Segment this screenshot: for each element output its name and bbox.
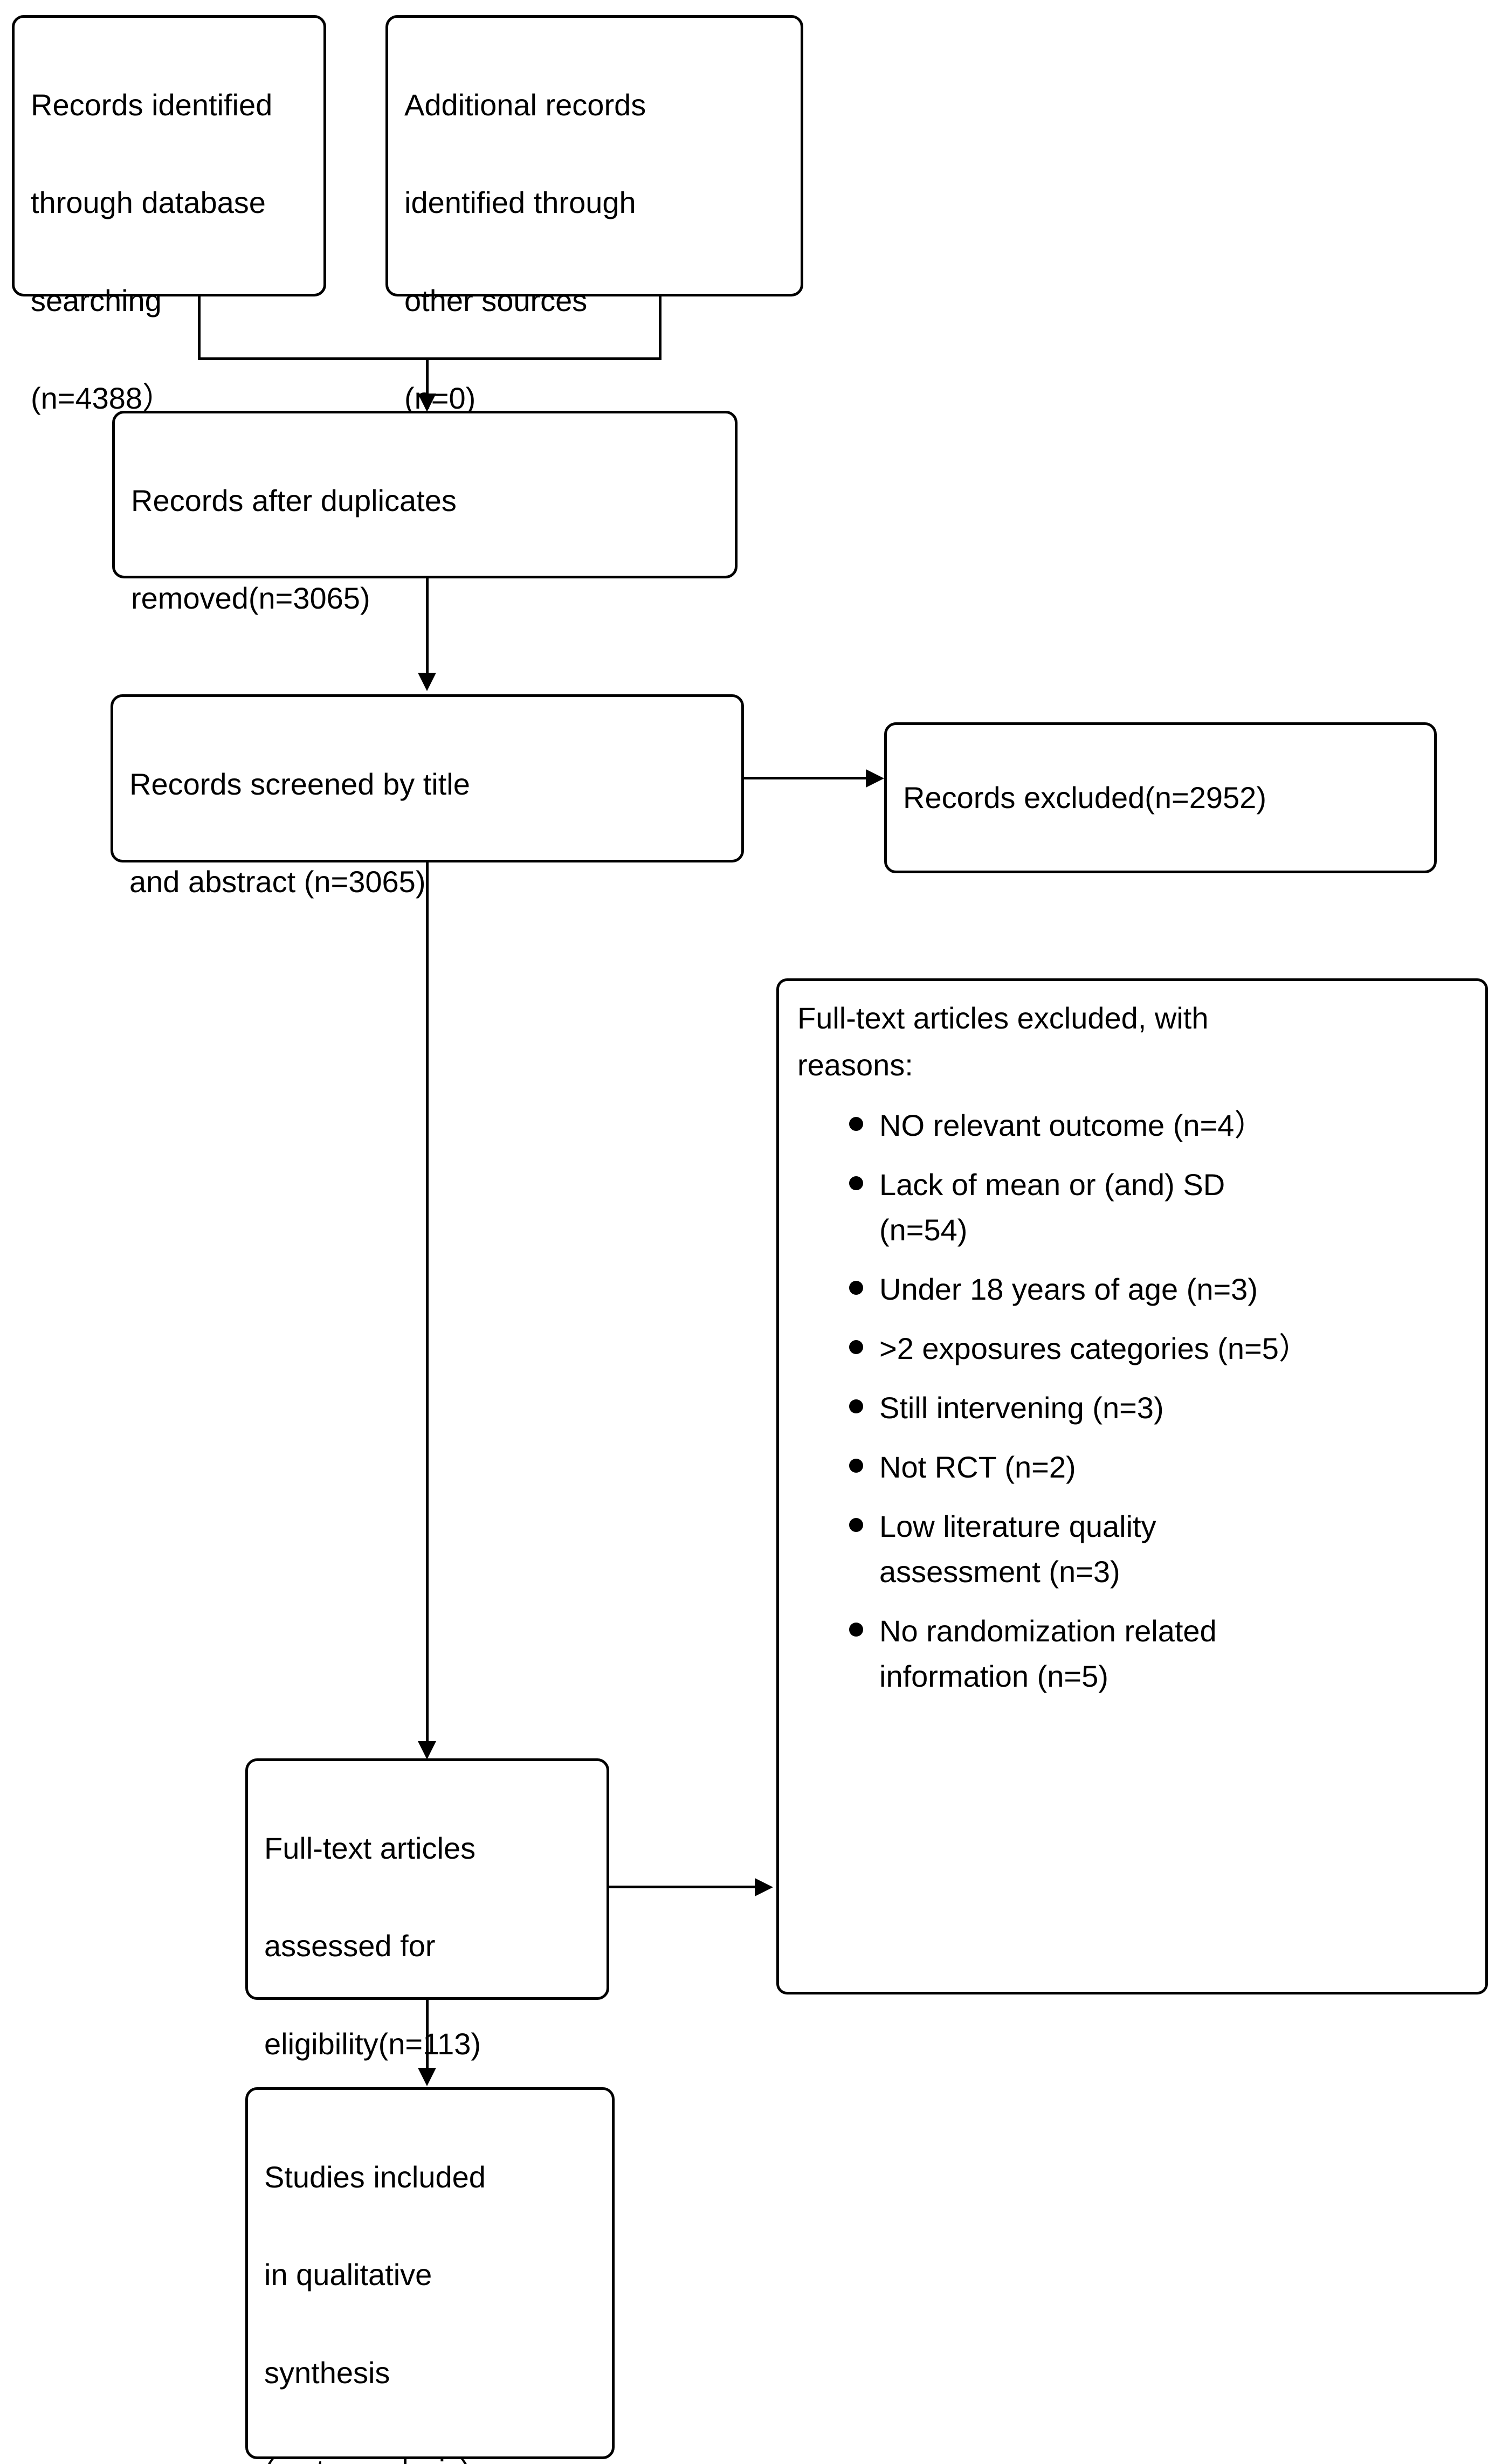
node-full-text-articles-excluded-with-reasons: Full-text articles excluded, with reason… — [776, 978, 1488, 1994]
node-line: in qualitative — [264, 2258, 432, 2292]
connector-merge-to-duplicates — [426, 357, 429, 396]
list-item: Not RCT (n=2) — [849, 1445, 1469, 1490]
node-additional-records-other-sources: Additional records identified through ot… — [385, 15, 803, 415]
node-line: and abstract (n=3065) — [129, 865, 426, 899]
bullet-icon — [849, 1340, 863, 1354]
node-studies-included-qualitative-synthesis: Studies included in qualitative synthesi… — [245, 2087, 615, 2464]
connector-screened-to-fulltext — [426, 862, 429, 1744]
list-item: >2 exposures categories (n=5） — [849, 1326, 1469, 1371]
node-line: identified through — [404, 185, 636, 220]
exclusion-reasons-list: NO relevant outcome (n=4） Lack of mean o… — [797, 1103, 1469, 1699]
reason-label: Not RCT (n=2) — [879, 1450, 1076, 1484]
node-line: (n=0) — [404, 381, 476, 416]
bullet-icon — [849, 1280, 863, 1295]
reason-label: NO relevant outcome (n=4） — [879, 1108, 1265, 1142]
connector-duplicates-to-screened — [426, 578, 429, 675]
node-line: Records after duplicates — [131, 483, 457, 517]
node-line: Studies included — [264, 2159, 486, 2194]
arrowhead-to-fulltext-assessed — [418, 1741, 436, 1759]
list-item: Still intervening (n=3) — [849, 1385, 1469, 1431]
node-line: Additional records — [404, 87, 646, 122]
node-line: synthesis — [264, 2355, 390, 2390]
node-line: other sources — [404, 283, 588, 318]
node-line: Records screened by title — [129, 767, 470, 801]
list-item: No randomization related information (n=… — [849, 1609, 1469, 1699]
node-records-excluded: Records excluded(n=2952) — [884, 722, 1437, 873]
reason-label: Under 18 years of age (n=3) — [879, 1272, 1258, 1306]
node-line: through database — [31, 185, 266, 220]
bullet-icon — [849, 1622, 863, 1637]
arrowhead-to-exclusion-reasons — [755, 1878, 773, 1896]
list-item: Low literature quality assessment (n=3) — [849, 1504, 1469, 1595]
node-line: assessed for — [264, 1929, 436, 1963]
list-item: Lack of mean or (and) SD (n=54) — [849, 1162, 1469, 1253]
reason-label: No randomization related information (n=… — [879, 1613, 1217, 1693]
node-line: Records identified — [31, 87, 273, 122]
reason-label: >2 exposures categories (n=5） — [879, 1331, 1309, 1365]
node-full-text-articles-assessed-eligibility: Full-text articles assessed for eligibil… — [245, 1758, 609, 2061]
reason-label: Low literature quality assessment (n=3) — [879, 1509, 1156, 1589]
node-line: (meta-analysis) — [264, 2446, 596, 2464]
node-line: searching — [31, 283, 162, 318]
arrowhead-to-screened — [418, 673, 436, 691]
node-line: (n=4388） — [31, 381, 173, 416]
node-records-identified-database: Records identified through database sear… — [12, 15, 326, 415]
connector-additional-down — [659, 296, 662, 360]
node-records-screened-title-abstract: Records screened by title and abstract (… — [111, 694, 744, 899]
arrowhead-to-after-duplicates — [418, 394, 436, 412]
connector-screened-to-excluded — [744, 777, 872, 779]
connector-merge-horizontal — [198, 357, 662, 360]
bullet-icon — [849, 1176, 863, 1190]
connector-identified-down — [198, 296, 201, 360]
arrowhead-to-studies-included — [418, 2068, 436, 2086]
bullet-icon — [849, 1517, 863, 1532]
arrowhead-to-records-excluded — [866, 769, 884, 788]
reason-label: Lack of mean or (and) SD (n=54) — [879, 1167, 1225, 1247]
reason-label: Still intervening (n=3) — [879, 1390, 1164, 1425]
node-line: eligibility(n=113) — [264, 2026, 481, 2061]
list-item: Under 18 years of age (n=3) — [849, 1267, 1469, 1312]
node-line: removed(n=3065) — [131, 581, 370, 616]
node-line: Full-text articles — [264, 1831, 476, 1865]
bullet-icon — [849, 1399, 863, 1413]
connector-fulltext-to-reasons — [609, 1886, 760, 1888]
list-item: NO relevant outcome (n=4） — [849, 1103, 1469, 1148]
bullet-icon — [849, 1116, 863, 1131]
bullet-icon — [849, 1458, 863, 1473]
node-records-after-duplicates-removed: Records after duplicates removed(n=3065) — [112, 411, 738, 615]
node-line: Records excluded(n=2952) — [903, 780, 1266, 815]
connector-fulltext-to-included — [426, 2000, 429, 2070]
reasons-heading: Full-text articles excluded, with reason… — [797, 1001, 1209, 1082]
